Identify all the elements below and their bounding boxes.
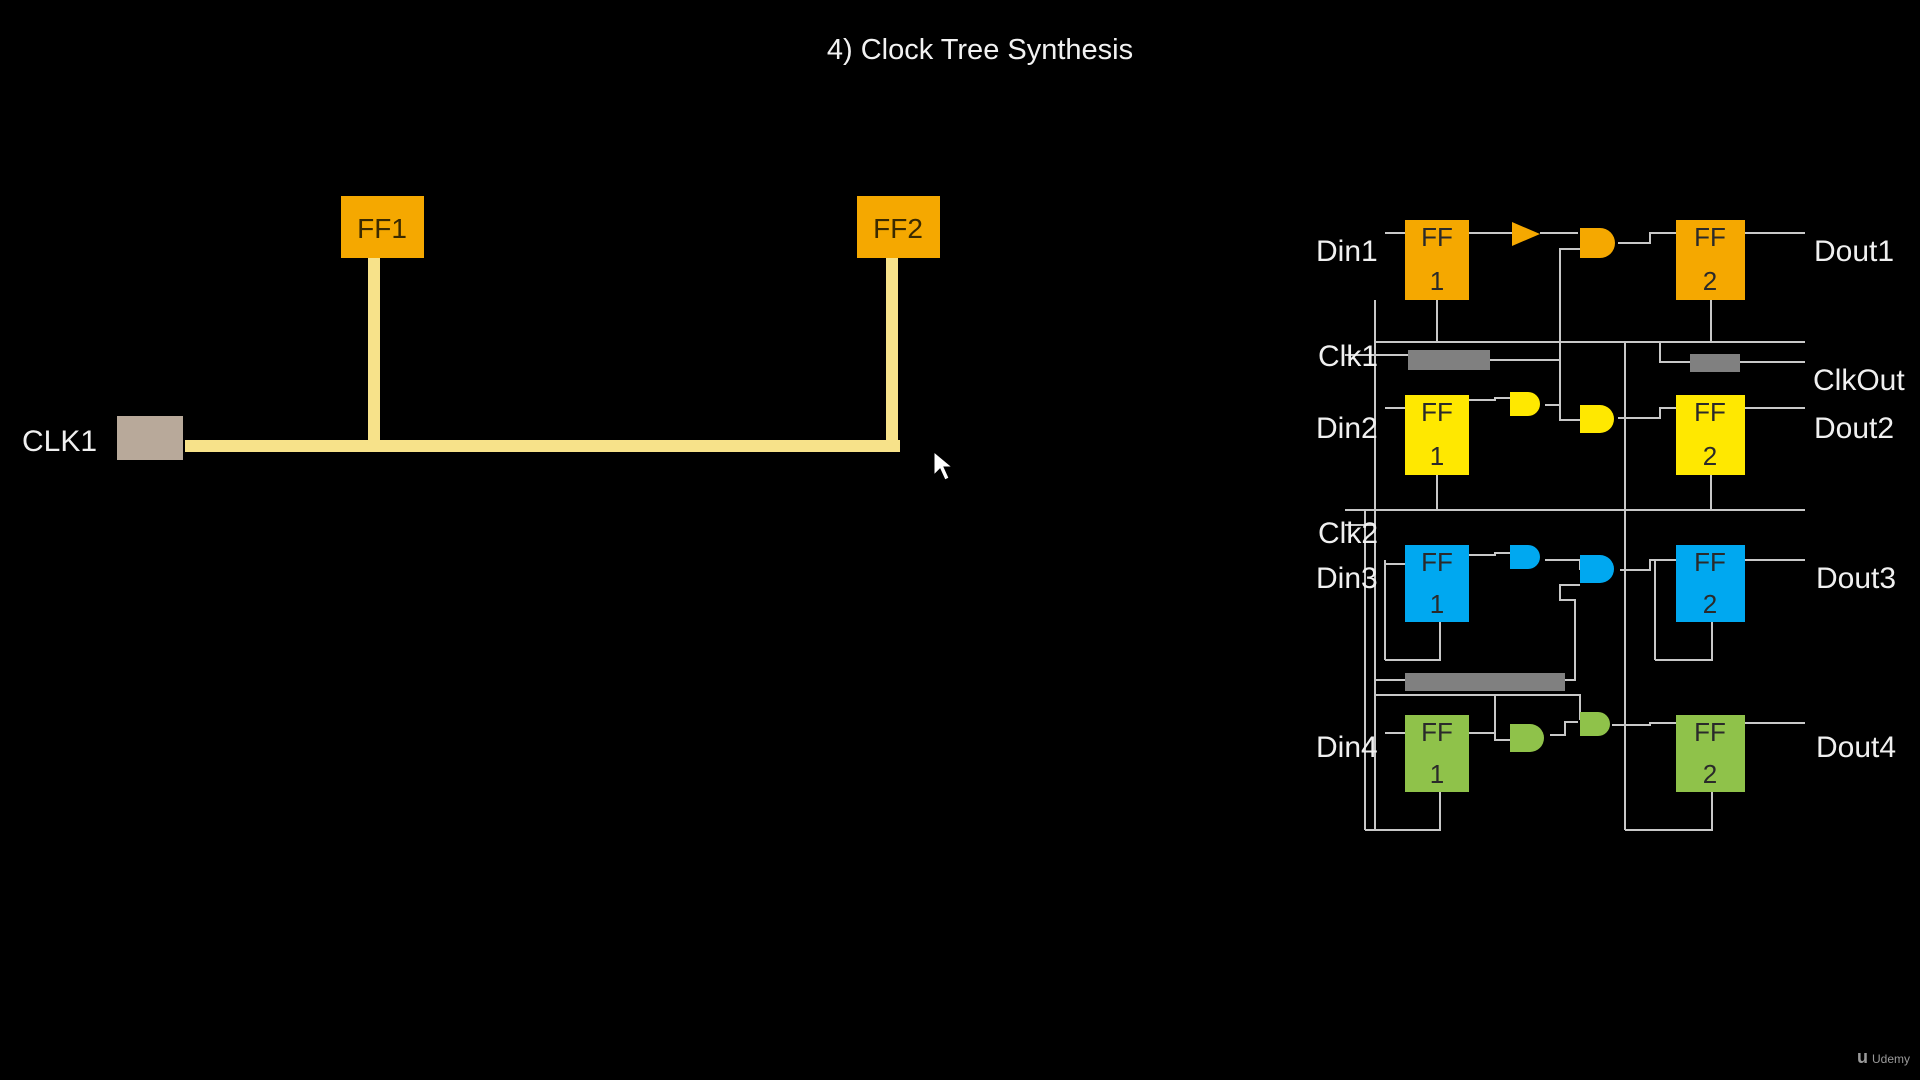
clkout-label: ClkOut (1813, 364, 1905, 397)
and-gate-row1 (1580, 228, 1615, 258)
logic-gates (1510, 222, 1615, 752)
clk1-buffer (1408, 350, 1490, 370)
ff2-branch-wire (886, 256, 898, 452)
svg-text:2: 2 (1703, 441, 1717, 471)
clk1-source-label: CLK1 (22, 425, 97, 458)
svg-text:2: 2 (1703, 589, 1717, 619)
svg-text:FF: FF (1421, 397, 1453, 427)
clock-source-box (117, 416, 183, 460)
svg-text:2: 2 (1703, 759, 1717, 789)
svg-text:FF: FF (1694, 547, 1726, 577)
udemy-watermark-text: Udemy (1871, 1052, 1910, 1066)
slide-title: 4) Clock Tree Synthesis (826, 34, 1134, 66)
svg-text:1: 1 (1430, 759, 1444, 789)
svg-text:1: 1 (1430, 266, 1444, 296)
and-gate-row2b (1580, 405, 1614, 433)
input-labels: Din1 Clk1 Din2 Clk2 Din3 Din4 (1316, 235, 1378, 764)
buffer-gate-row1 (1512, 222, 1540, 246)
clk1-label: Clk1 (1318, 340, 1378, 373)
svg-text:FF: FF (1694, 397, 1726, 427)
svg-text:1: 1 (1430, 589, 1444, 619)
ff2-sink-box (857, 196, 940, 258)
clock-buffers (1405, 350, 1740, 691)
din1-label: Din1 (1316, 235, 1378, 268)
svg-text:FF: FF (1694, 717, 1726, 747)
dout3-label: Dout3 (1816, 562, 1896, 595)
and-gate-row4a (1510, 724, 1544, 752)
dout1-label: Dout1 (1814, 235, 1894, 268)
ff2-row3 (1676, 545, 1745, 622)
din4-label: Din4 (1316, 731, 1378, 764)
ff1-row1 (1405, 220, 1469, 300)
mouse-cursor-icon (933, 450, 954, 481)
clk2-label: Clk2 (1318, 517, 1378, 550)
din3-label: Din3 (1316, 562, 1378, 595)
svg-text:FF: FF (1421, 547, 1453, 577)
ff1-row4 (1405, 715, 1469, 792)
clk2-buffer (1405, 673, 1565, 691)
svg-text:FF: FF (1694, 222, 1726, 252)
and-gate-row2a (1510, 392, 1540, 416)
and-gate-row4b (1580, 712, 1610, 736)
svg-text:2: 2 (1703, 266, 1717, 296)
ff1-row2 (1405, 395, 1469, 475)
ff1-sink-box (341, 196, 424, 258)
and-gate-row3a (1510, 545, 1540, 569)
ff1-branch-wire (368, 256, 380, 452)
svg-text:1: 1 (1430, 441, 1444, 471)
clkout-buffer (1690, 354, 1740, 372)
ff1-sink-label: FF1 (357, 213, 407, 244)
dout4-label: Dout4 (1816, 731, 1896, 764)
ff2-row1 (1676, 220, 1745, 300)
svg-text:FF: FF (1421, 717, 1453, 747)
din2-label: Din2 (1316, 412, 1378, 445)
ff2-row2 (1676, 395, 1745, 475)
output-labels: Dout1 ClkOut Dout2 Dout3 Dout4 (1813, 235, 1905, 764)
udemy-logo-icon: u (1856, 1047, 1868, 1067)
dout2-label: Dout2 (1814, 412, 1894, 445)
ff2-row4 (1676, 715, 1745, 792)
clock-trunk-wire (185, 440, 900, 452)
ff1-row3 (1405, 545, 1469, 622)
clock-tree: CLK1 FF1 FF2 (22, 196, 940, 460)
flip-flops: FF 1 FF 2 FF 1 FF 2 FF 1 FF 2 FF 1 FF 2 (1405, 220, 1745, 792)
ff2-sink-label: FF2 (873, 213, 923, 244)
svg-text:FF: FF (1421, 222, 1453, 252)
and-gate-row3b (1580, 555, 1614, 583)
